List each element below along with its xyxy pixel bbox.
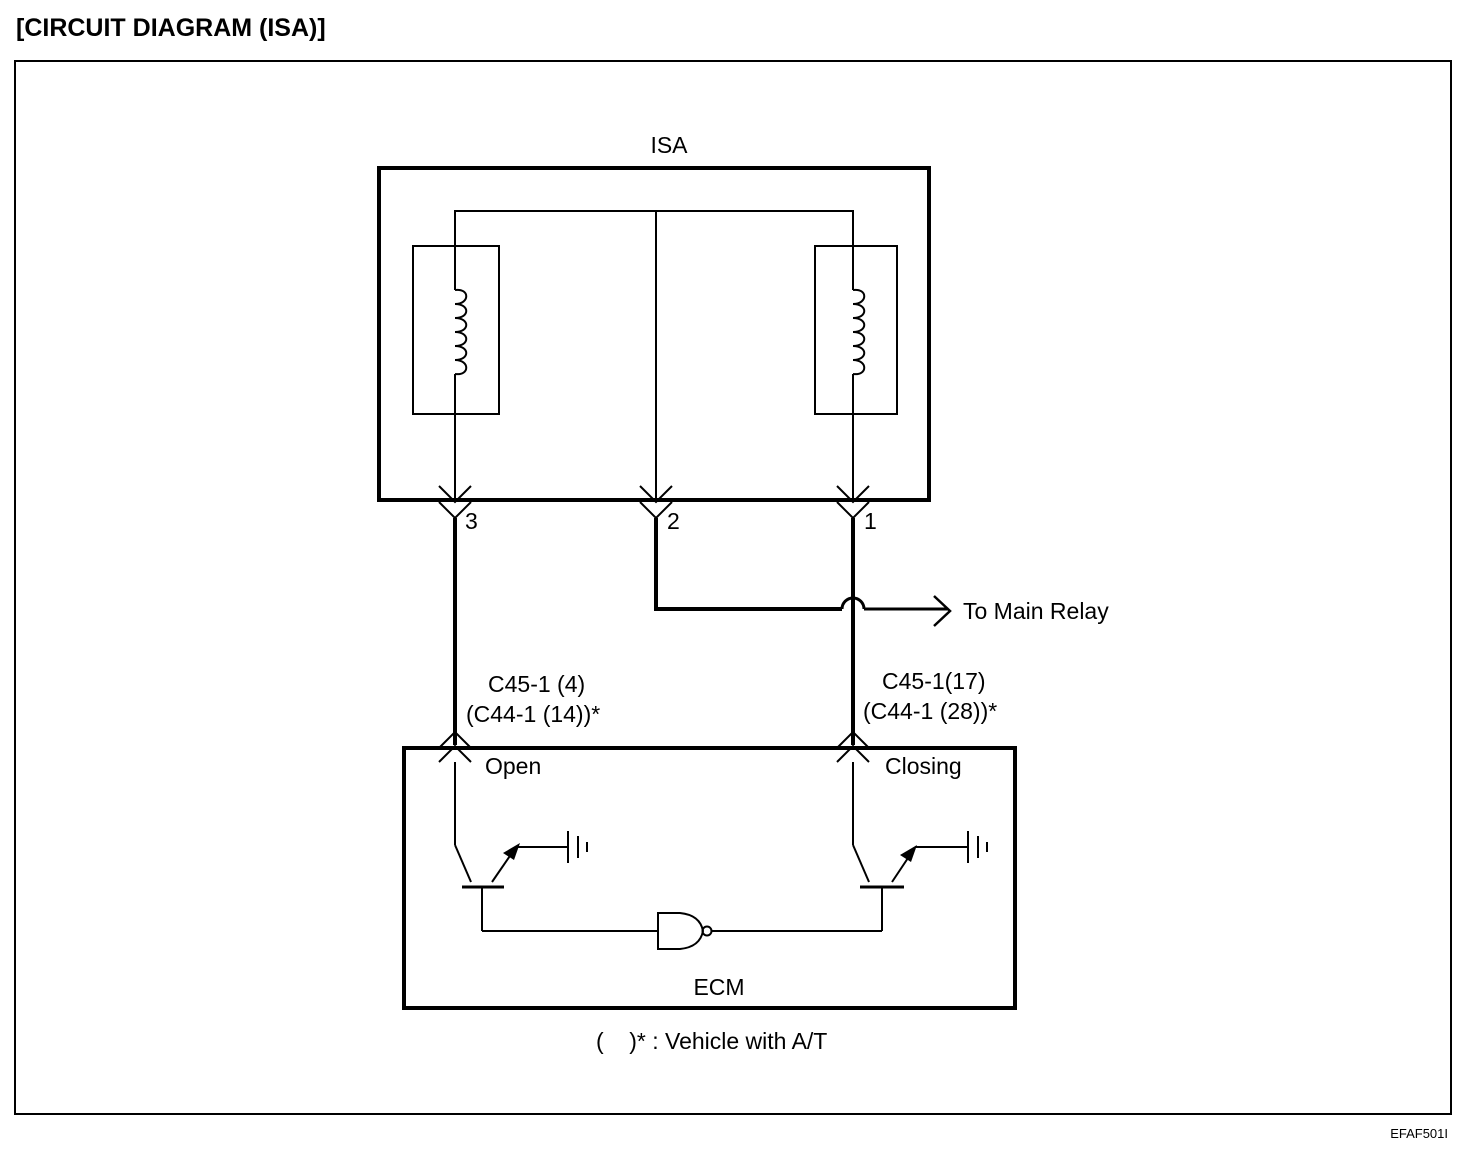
left-transistor-icon [454,762,568,931]
left-coil-icon [454,288,468,376]
ecm-closing-connector-icon [836,730,870,749]
ecm-label: ECM [693,974,744,1000]
closing-connector-at-label: (C44-1 (28))* [863,698,997,724]
pin2-connector-icon [639,485,673,504]
right-transistor-icon [852,762,968,931]
ecm-closing-label: Closing [885,753,962,779]
pin2-label: 2 [667,508,680,534]
main-relay-wire [654,518,842,611]
open-connector-at-label: (C44-1 (14))* [466,701,600,727]
figure-code: EFAF501I [1390,1126,1448,1141]
ecm-unit: Open Closing [402,730,1017,1010]
right-ground-icon [967,831,988,863]
at-vehicle-note: ( )* : Vehicle with A/T [596,1028,827,1054]
main-relay-label: To Main Relay [963,598,1109,624]
right-coil-housing [814,245,898,415]
ecm-open-label: Open [485,753,541,779]
diagram-title: [CIRCUIT DIAGRAM (ISA)] [16,14,326,42]
isa-common-wire [454,210,854,290]
open-connector-label: C45-1 (4) [488,671,585,697]
arrow-right-icon [933,595,952,627]
pin1-connector-icon [836,485,870,504]
closing-connector-label: C45-1(17) [882,668,986,694]
isa-label: ISA [650,132,688,158]
pin1-label: 1 [864,508,877,534]
not-gate-icon [657,912,713,950]
pin3-connector-icon [438,485,472,504]
isa-unit: ISA [377,132,931,502]
external-wiring: To Main Relay [453,518,1109,745]
outer-frame [14,60,1452,1115]
left-ground-icon [567,831,588,863]
pin3-label: 3 [465,508,478,534]
right-coil-icon [852,288,866,376]
ecm-box [402,746,1017,1010]
ecm-open-connector-icon [438,730,472,749]
